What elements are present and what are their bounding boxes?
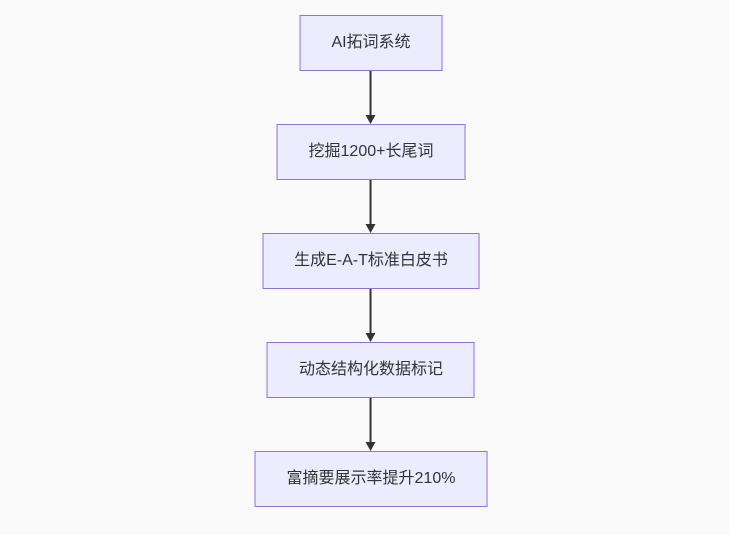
flow-arrow-4 bbox=[366, 398, 376, 451]
arrow-line bbox=[370, 398, 372, 442]
flow-node-label: 挖掘1200+长尾词 bbox=[308, 143, 434, 160]
flowchart-column: AI拓词系统 挖掘1200+长尾词 生成E-A-T标准白皮书 动态结构化数据标记 bbox=[254, 15, 488, 507]
flow-node-label: AI拓词系统 bbox=[331, 34, 411, 51]
flow-node-label: 动态结构化数据标记 bbox=[298, 361, 443, 378]
arrow-head-icon bbox=[366, 224, 376, 233]
arrow-head-icon bbox=[366, 333, 376, 342]
flow-node-eat-whitepaper: 生成E-A-T标准白皮书 bbox=[262, 233, 480, 289]
flow-node-rich-snippet-rate: 富摘要展示率提升210% bbox=[254, 451, 488, 507]
flow-node-structured-data-markup: 动态结构化数据标记 bbox=[266, 342, 475, 398]
flow-node-label: 富摘要展示率提升210% bbox=[286, 470, 456, 487]
flow-node-longtail-mining: 挖掘1200+长尾词 bbox=[276, 124, 466, 180]
arrow-line bbox=[370, 180, 372, 224]
flow-arrow-1 bbox=[366, 71, 376, 124]
arrow-head-icon bbox=[366, 442, 376, 451]
flow-arrow-3 bbox=[366, 289, 376, 342]
flow-node-ai-word-system: AI拓词系统 bbox=[299, 15, 443, 71]
flow-node-label: 生成E-A-T标准白皮书 bbox=[294, 252, 448, 269]
arrow-head-icon bbox=[366, 115, 376, 124]
flow-arrow-2 bbox=[366, 180, 376, 233]
arrow-line bbox=[370, 289, 372, 333]
arrow-line bbox=[370, 71, 372, 115]
